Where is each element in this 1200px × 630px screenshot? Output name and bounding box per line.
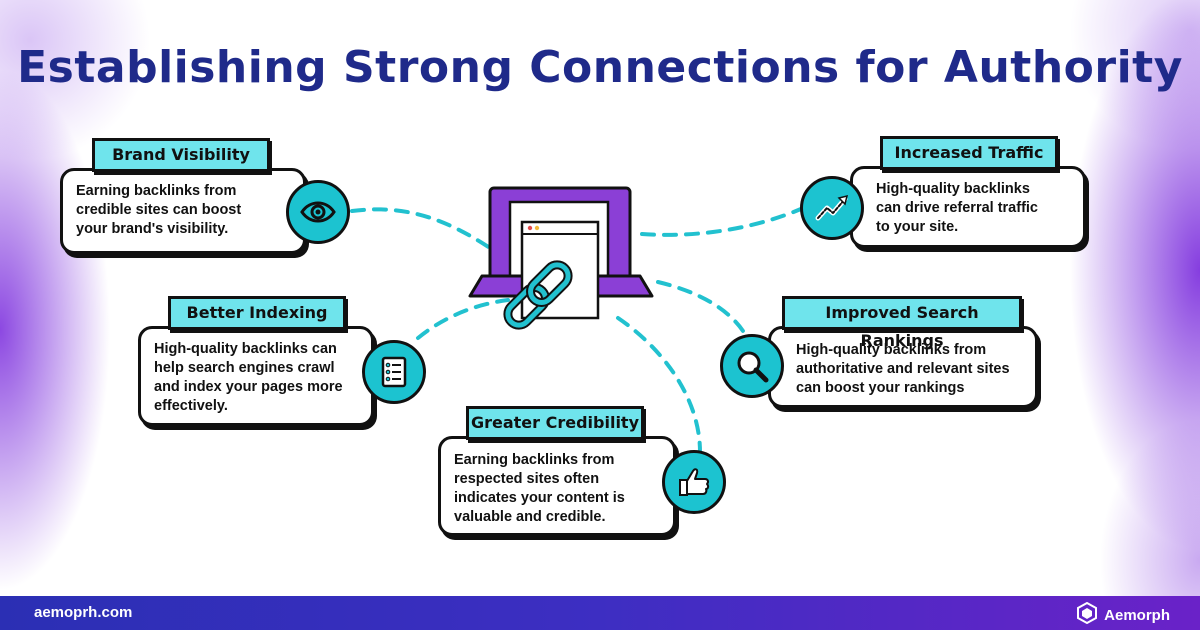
connector-improved-rankings (656, 280, 747, 336)
card-brand-visibility (60, 168, 306, 254)
checklist-icon (362, 340, 426, 404)
card-greater-credibility (438, 436, 676, 536)
connector-brand-visibility (350, 207, 492, 250)
page-title: Establishing Strong Connections for Auth… (17, 42, 1183, 93)
link-icon (503, 260, 573, 330)
connector-increased-traffic (640, 203, 812, 237)
trend-up-icon (800, 176, 864, 240)
tag-brand-visibility: Brand Visibility (92, 138, 270, 172)
card-improved-search-rankings (768, 326, 1038, 408)
thumbs-up-icon (662, 450, 726, 514)
tag-better-indexing: Better Indexing (168, 296, 346, 330)
footer-brand: Aemorph (1076, 601, 1170, 628)
card-better-indexing (138, 326, 374, 426)
footer-brand-name: Aemorph (1104, 606, 1170, 624)
card-text-greater-credibility: Earning backlinks from respected sites o… (454, 452, 625, 525)
card-text-brand-visibility: Earning backlinks from credible sites ca… (76, 183, 242, 237)
tag-increased-traffic: Increased Traffic (880, 136, 1058, 170)
card-text-improved-search-rankings: High-quality backlinks from authoritativ… (796, 342, 1010, 396)
magnifier-icon (720, 334, 784, 398)
tag-greater-credibility: Greater Credibility (466, 406, 644, 440)
card-text-better-indexing: High-quality backlinks can help search e… (154, 341, 343, 414)
card-text-increased-traffic: High-quality backlinks can drive referra… (876, 181, 1038, 235)
connector-better-indexing (416, 298, 510, 340)
tag-improved-search-rankings: Improved Search Rankings (782, 296, 1022, 350)
connector-greater-credibility (616, 316, 702, 454)
laptop-illustration (468, 186, 654, 330)
footer-url[interactable]: aemoprh.com (34, 604, 133, 621)
aemorph-logo-icon (1076, 601, 1098, 628)
eye-icon (286, 180, 350, 244)
footer-bar: aemoprh.com Aemorph (0, 596, 1200, 630)
